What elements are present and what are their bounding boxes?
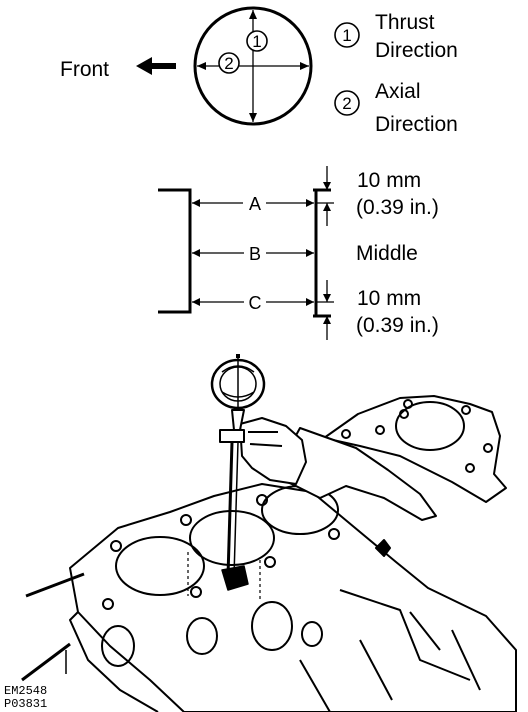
front-label: Front xyxy=(60,58,109,81)
legend-axial-line1: Axial xyxy=(375,80,421,103)
svg-text:2: 2 xyxy=(342,94,351,113)
level-b-label: B xyxy=(249,244,261,264)
upper-measure-line2: (0.39 in.) xyxy=(356,196,439,219)
figure-code-1: EM2548 xyxy=(4,684,47,698)
front-indicator: Front xyxy=(60,57,176,81)
legend-thrust-line2: Direction xyxy=(375,39,458,62)
level-a-label: A xyxy=(249,194,261,214)
legend: 1 Thrust Direction 2 Axial Direction xyxy=(334,11,458,136)
level-a: A xyxy=(192,194,314,214)
upper-measure-line1: 10 mm xyxy=(357,169,421,192)
level-c: C xyxy=(192,293,314,313)
legend-axial-line2: Direction xyxy=(375,113,458,136)
cylinder-block-illustration xyxy=(21,483,517,712)
svg-text:1: 1 xyxy=(252,32,261,51)
marker-2: 2 xyxy=(218,52,240,74)
bore-position-diagram: A B C xyxy=(158,166,439,340)
level-b: B xyxy=(192,244,314,264)
figure-codes: EM2548 P03831 xyxy=(4,684,47,711)
cylinder-head-gasket-illustration xyxy=(323,395,507,503)
lower-offset-dimension xyxy=(316,280,334,340)
svg-text:1: 1 xyxy=(342,26,351,45)
marker-1: 1 xyxy=(246,30,268,52)
lower-measure-line1: 10 mm xyxy=(357,287,421,310)
bore-circle xyxy=(193,6,313,126)
upper-offset-dimension xyxy=(316,166,334,226)
lower-measure-line2: (0.39 in.) xyxy=(356,314,439,337)
level-c-label: C xyxy=(249,293,262,313)
front-arrow-icon xyxy=(136,57,176,75)
hand-and-sleeve-illustration xyxy=(239,417,437,521)
svg-text:2: 2 xyxy=(224,54,233,73)
legend-item-axial: 2 Axial Direction xyxy=(334,80,458,136)
bore-gauge-icon xyxy=(187,354,266,600)
legend-thrust-line1: Thrust xyxy=(375,11,435,34)
legend-item-thrust: 1 Thrust Direction xyxy=(334,11,458,62)
figure-code-2: P03831 xyxy=(4,697,47,711)
middle-label: Middle xyxy=(356,242,418,265)
